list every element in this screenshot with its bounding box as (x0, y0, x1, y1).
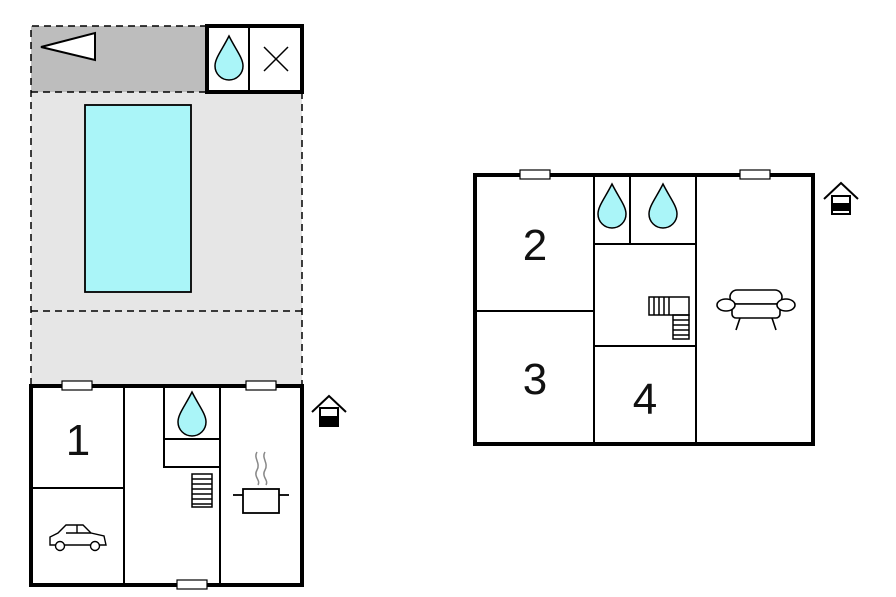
water-drop-icon (648, 182, 678, 229)
window (245, 380, 277, 391)
window (176, 579, 208, 590)
house-entrance-icon (823, 181, 859, 215)
swimming-pool (84, 104, 192, 293)
triangle-pointer-icon (40, 31, 96, 62)
room-label-1: 1 (66, 416, 90, 465)
water-drop-icon (597, 182, 627, 229)
window (739, 169, 771, 180)
room-label-4: 4 (633, 375, 657, 424)
water-drop-icon (214, 34, 244, 81)
water-drop-icon (177, 390, 207, 437)
terrace-dashed-outline (30, 25, 303, 386)
window (519, 169, 551, 180)
room-label-3: 3 (523, 355, 547, 404)
window (61, 380, 93, 391)
cooking-pot-icon (233, 451, 289, 514)
ground-bathroom-step (163, 438, 221, 468)
cross-icon (263, 46, 289, 72)
stairs-icon (191, 473, 213, 508)
car-icon (49, 524, 107, 552)
room-label-2: 2 (523, 221, 547, 270)
house-entrance-icon (311, 394, 347, 427)
sofa-icon (716, 289, 796, 331)
ground-floor-plan: 1 (29, 24, 347, 590)
first-floor-walls (473, 173, 815, 446)
stairs-icon (648, 296, 690, 340)
terrace-dark-area (31, 26, 207, 92)
first-floor-plan: 2 3 4 (473, 169, 859, 446)
